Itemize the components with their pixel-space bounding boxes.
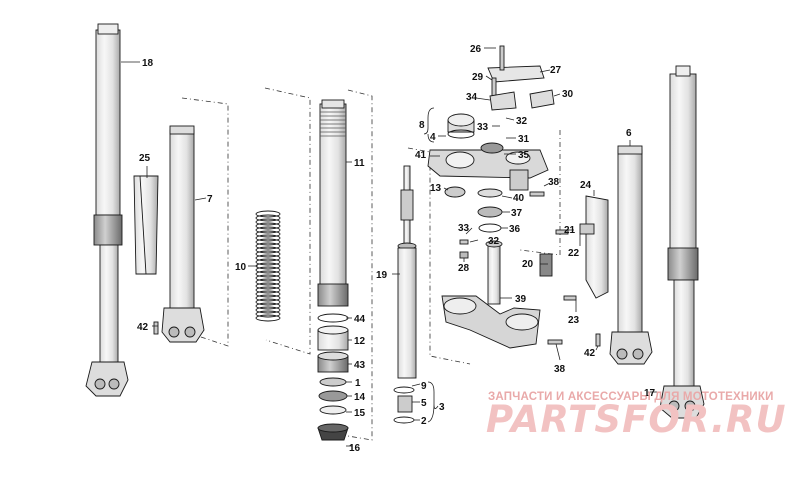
label-39: 39 [515, 294, 527, 305]
label-38a: 38 [548, 177, 560, 188]
label-19: 19 [376, 270, 388, 281]
label-33b: 33 [458, 223, 470, 234]
label-12: 12 [354, 336, 366, 347]
spring-coil [255, 298, 281, 306]
label-22: 22 [568, 248, 580, 259]
top-clamp [153, 45, 601, 347]
label-3: 3 [439, 402, 445, 413]
label-21: 21 [564, 225, 576, 236]
bushings-seals [317, 313, 349, 441]
label-41: 41 [415, 150, 427, 161]
label-8: 8 [419, 120, 425, 131]
label-13: 13 [430, 183, 442, 194]
label-25: 25 [139, 153, 151, 164]
label-28: 28 [458, 263, 470, 274]
spring-coil [255, 214, 281, 222]
spring-coil [255, 314, 281, 322]
spring-coil [255, 294, 281, 302]
damper-rod-19 [397, 165, 417, 379]
spring-coil [255, 210, 281, 218]
leader-lines [121, 47, 660, 447]
label-32a: 32 [516, 116, 528, 127]
spring-coil [255, 246, 281, 254]
inner-tube-6 [609, 145, 653, 365]
spring-coil [255, 286, 281, 294]
alignment-lines [179, 87, 561, 441]
label-44: 44 [354, 314, 366, 325]
label-1: 1 [355, 378, 361, 389]
label-5: 5 [421, 398, 427, 409]
spring-coil [255, 250, 281, 258]
guide-25 [133, 175, 159, 275]
spring-coil [255, 226, 281, 234]
label-2: 2 [421, 416, 427, 427]
spring-coil [255, 258, 281, 266]
callout-labels: 18 25 7 10 42 11 19 44 12 43 1 14 15 16 … [137, 44, 656, 454]
label-43: 43 [354, 360, 366, 371]
spring-coil [255, 306, 281, 314]
label-40: 40 [513, 193, 525, 204]
watermark-tagline: ЗАПЧАСТИ И АКСЕССУАРЫ ДЛЯ МОТОТЕХНИКИ [488, 391, 774, 403]
label-15: 15 [354, 408, 366, 419]
label-34: 34 [466, 92, 478, 103]
label-23: 23 [568, 315, 580, 326]
spring-10 [255, 210, 281, 322]
guard-24 [539, 195, 609, 299]
label-18: 18 [142, 58, 154, 69]
label-38b: 38 [554, 364, 566, 375]
spring-coil [255, 238, 281, 246]
label-16: 16 [349, 443, 361, 454]
spring-coil [255, 290, 281, 298]
label-35: 35 [518, 150, 530, 161]
label-6: 6 [626, 128, 632, 139]
spring-coil [255, 282, 281, 290]
spring-coil [255, 278, 281, 286]
spring-coil [255, 234, 281, 242]
label-26: 26 [470, 44, 482, 55]
spring-coil [255, 302, 281, 310]
label-33a: 33 [477, 122, 489, 133]
spring-coil [255, 254, 281, 262]
label-27: 27 [550, 65, 562, 76]
outer-tube-17 [659, 65, 705, 419]
label-24: 24 [580, 180, 592, 191]
label-10: 10 [235, 262, 247, 273]
label-32b: 32 [488, 236, 500, 247]
label-31: 31 [518, 134, 530, 145]
spring-coil [255, 266, 281, 274]
tube-11 [317, 99, 349, 307]
label-17: 17 [644, 388, 656, 399]
spring-coil [255, 222, 281, 230]
inner-tube-7 [161, 125, 205, 343]
watermark: ЗАПЧАСТИ И АКСЕССУАРЫ ДЛЯ МОТОТЕХНИКИ PA… [486, 391, 787, 441]
label-9: 9 [421, 381, 427, 392]
label-42b: 42 [584, 348, 596, 359]
spring-coil [255, 218, 281, 226]
label-11: 11 [354, 158, 365, 169]
spring-coil [255, 230, 281, 238]
label-14: 14 [354, 392, 366, 403]
label-30: 30 [562, 89, 574, 100]
label-42a: 42 [137, 322, 149, 333]
spring-coil [255, 274, 281, 282]
label-36: 36 [509, 224, 521, 235]
spring-coil [255, 242, 281, 250]
spring-coil [255, 270, 281, 278]
watermark-brand: PARTSFOR.RU [486, 398, 787, 441]
valve-parts [393, 386, 415, 424]
label-4: 4 [430, 132, 436, 143]
spring-coil [255, 310, 281, 318]
label-20: 20 [522, 259, 534, 270]
label-7: 7 [207, 194, 213, 205]
label-29: 29 [472, 72, 484, 83]
lower-crown-39 [441, 239, 541, 349]
label-37: 37 [511, 208, 523, 219]
outer-tube-18 [85, 23, 129, 397]
